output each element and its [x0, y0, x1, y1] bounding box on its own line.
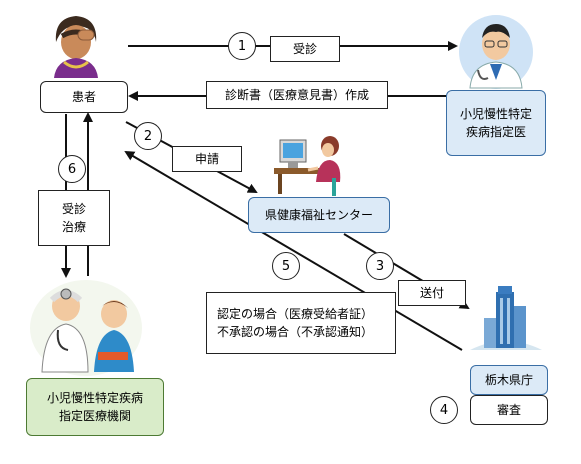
center-label: 県健康福祉センター — [264, 208, 373, 222]
diagnosis-label: 診断書（医療意見書）作成 — [224, 88, 369, 102]
consult-label: 受診 — [292, 42, 317, 56]
patient-box: 患者 — [40, 81, 128, 113]
designated-hospital-box: 小児慢性特定疾病 指定医療機関 — [26, 378, 164, 436]
diagnosis-label-box: 診断書（医療意見書）作成 — [206, 81, 388, 109]
office-worker-illustration — [274, 136, 341, 196]
result-label-line2: 不承認の場合（不承認通知） — [217, 325, 374, 339]
step-1-circle: 1 — [228, 32, 256, 60]
send-label-box: 送付 — [398, 280, 466, 306]
result-label-line1: 認定の場合（医療受給者証） — [217, 307, 374, 321]
treatment-label-line2: 治療 — [61, 220, 86, 234]
hospital-label-line1: 小児慢性特定疾病 — [46, 391, 143, 405]
hospital-scene-illustration — [30, 280, 142, 376]
arrow-result — [124, 150, 463, 351]
doctor-label-line2: 疾病指定医 — [465, 125, 526, 139]
review-label: 審査 — [496, 403, 521, 417]
health-welfare-center-box: 県健康福祉センター — [248, 197, 390, 233]
apply-label-box: 申請 — [172, 146, 242, 172]
apply-label: 申請 — [194, 152, 219, 166]
step-2-circle: 2 — [134, 122, 162, 150]
patient-label: 患者 — [71, 90, 96, 104]
review-box: 審査 — [470, 395, 548, 425]
send-label: 送付 — [419, 286, 444, 300]
patient-illustration — [54, 16, 98, 78]
designated-doctor-box: 小児慢性特定 疾病指定医 — [446, 90, 546, 156]
step-5-circle: 5 — [272, 252, 300, 280]
result-label-box: 認定の場合（医療受給者証） 不承認の場合（不承認通知） — [206, 292, 396, 354]
step-6-circle: 6 — [58, 155, 86, 183]
building-illustration — [470, 286, 542, 350]
consult-label-box: 受診 — [270, 36, 340, 62]
hospital-label-line2: 指定医療機関 — [58, 409, 131, 423]
doctor-label-line1: 小児慢性特定 — [459, 107, 532, 121]
doctor-illustration — [459, 15, 533, 89]
step-3-circle: 3 — [366, 252, 394, 280]
prefecture-office-box: 栃木県庁 — [470, 365, 548, 395]
treatment-label-box: 受診 治療 — [38, 190, 110, 246]
step-4-circle: 4 — [430, 396, 458, 424]
treatment-label-line1: 受診 — [61, 202, 86, 216]
prefecture-label: 栃木県庁 — [484, 373, 533, 387]
